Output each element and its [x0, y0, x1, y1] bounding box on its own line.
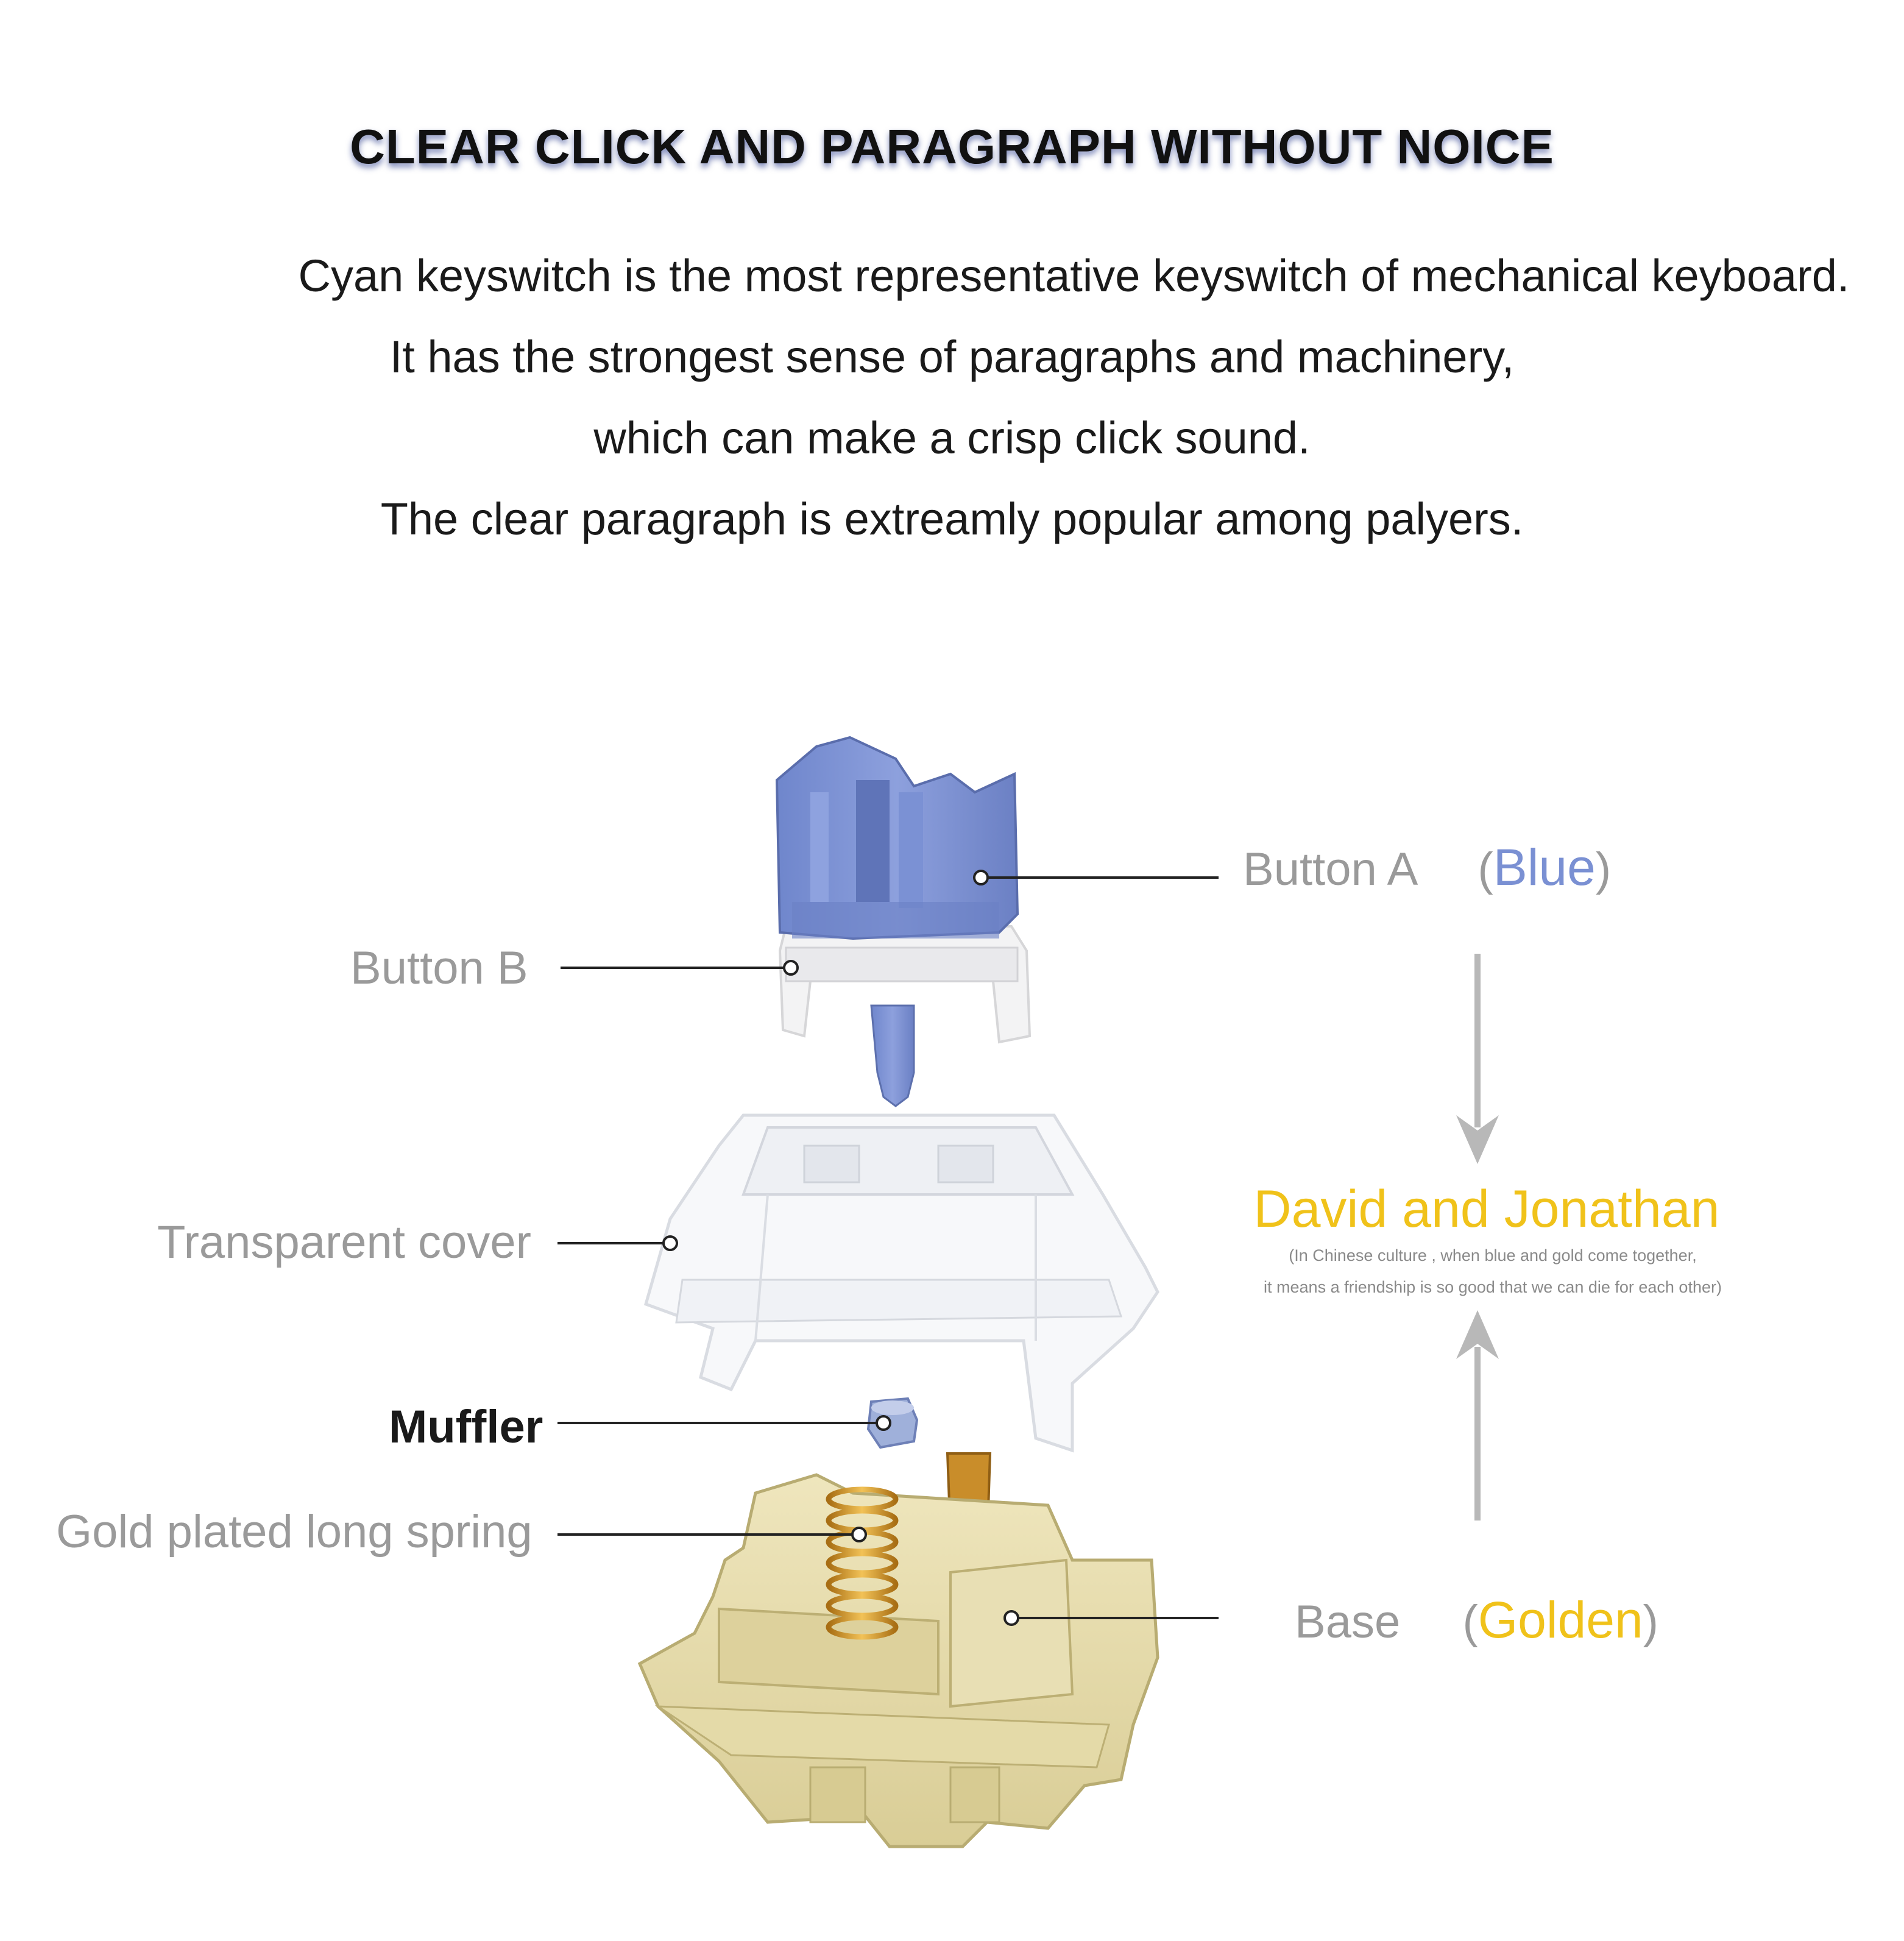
friendship-note-line-1: (In Chinese culture , when blue and gold…	[1289, 1246, 1697, 1265]
anchor-dot-muffler	[876, 1415, 891, 1431]
label-transparent-cover: Transparent cover	[157, 1216, 531, 1268]
label-muffler: Muffler	[389, 1401, 543, 1453]
arrow-down-head	[1456, 1115, 1499, 1164]
label-button-a-text: Button A	[1243, 843, 1416, 895]
intro-line-1: Cyan keyswitch is the most representativ…	[298, 250, 1850, 301]
leader-lines	[557, 870, 1219, 1626]
label-button-b: Button B	[350, 942, 528, 994]
label-button-a: Button A (Blue)	[1243, 838, 1611, 897]
label-base-text: Base	[1295, 1596, 1401, 1648]
friendship-arrows	[1456, 954, 1499, 1521]
base-part	[637, 1452, 1159, 1848]
paren-open: (	[1478, 843, 1493, 895]
gold-spring-part	[826, 1486, 899, 1640]
paren-close: )	[1643, 1596, 1658, 1648]
label-base: Base (Golden)	[1295, 1591, 1658, 1650]
intro-line-2: It has the strongest sense of paragraphs…	[389, 332, 1515, 382]
anchor-dot-button-b	[783, 960, 799, 976]
label-base-color: Golden	[1478, 1591, 1643, 1648]
page-title: CLEAR CLICK AND PARAGRAPH WITHOUT NOICE	[350, 119, 1554, 174]
friendship-note-line-2: it means a friendship is so good that we…	[1264, 1278, 1722, 1296]
anchor-dot-button-a	[973, 870, 989, 885]
anchor-dot-cover	[662, 1235, 678, 1251]
muffler-part	[866, 1397, 919, 1449]
intro-line-4: The clear paragraph is extreamly popular…	[380, 494, 1524, 544]
paren-close: )	[1595, 843, 1612, 895]
intro-line-3: which can make a crisp click sound.	[593, 413, 1311, 463]
button-b-part	[778, 925, 1032, 1044]
paren-open: (	[1462, 1596, 1478, 1648]
anchor-dot-spring	[851, 1527, 867, 1542]
transparent-cover-part	[643, 1113, 1159, 1453]
label-spring: Gold plated long spring	[56, 1506, 533, 1558]
anchor-dot-base	[1003, 1610, 1019, 1626]
label-button-a-color: Blue	[1493, 839, 1596, 896]
button-a-part	[775, 736, 1019, 1107]
arrow-up-head	[1456, 1310, 1499, 1359]
friendship-title: David and Jonathan	[1253, 1180, 1720, 1238]
